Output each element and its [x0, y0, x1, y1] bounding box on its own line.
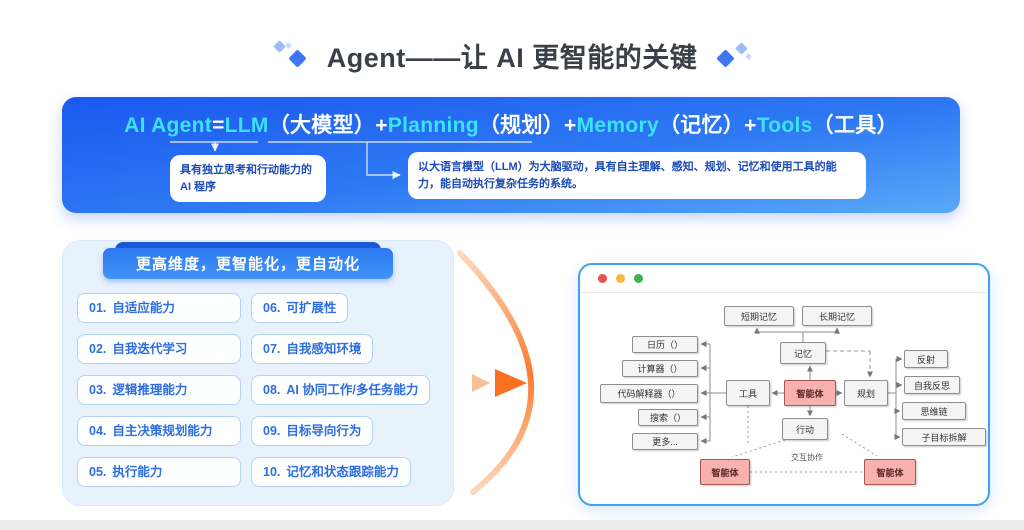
node-reflection: 反射	[904, 350, 948, 368]
capability-number: 08.	[263, 383, 281, 397]
capabilities-row: 02. 自我迭代学习 07. 自我感知环境	[77, 334, 443, 364]
node-calculator-tool: 计算器（）	[622, 360, 698, 377]
node-self-reflection: 自我反思	[904, 376, 960, 394]
window-minimize-dot-icon	[616, 274, 625, 283]
capability-number: 07.	[263, 342, 281, 356]
capability-item: 05. 执行能力	[77, 457, 241, 487]
formula-op: （大模型）+	[268, 114, 388, 137]
node-planning: 规划	[844, 380, 888, 406]
node-more-tools: 更多...	[632, 433, 698, 450]
capability-number: 04.	[89, 424, 107, 438]
diagram-connectors	[700, 327, 903, 473]
capabilities-list: 01. 自适应能力 06. 可扩展性 02. 自我迭代学习 07. 自我感知环境 03.…	[77, 293, 443, 498]
capability-item: 07. 自我感知环境	[251, 334, 374, 364]
capabilities-row: 03. 逻辑推理能力 08. AI 协同工作/多任务能力	[77, 375, 443, 405]
node-search-tool: 搜索（）	[638, 409, 698, 426]
node-code-interpreter-tool: 代码解释器（）	[600, 384, 698, 403]
capability-number: 06.	[263, 301, 281, 315]
node-tools: 工具	[726, 380, 770, 406]
window-titlebar	[580, 265, 988, 293]
node-short-term-memory: 短期记忆	[724, 306, 794, 326]
node-chain-of-thought: 思维链	[902, 402, 966, 420]
formula-op: （规划）+	[478, 114, 577, 137]
diamond-decor-right-icon	[713, 40, 753, 72]
formula-op: （记忆）+	[658, 114, 757, 137]
capability-number: 10.	[263, 465, 281, 479]
formula-term: Tools	[756, 114, 813, 137]
capability-item: 08. AI 协同工作/多任务能力	[251, 375, 431, 405]
capabilities-header-ribbon: 更高维度，更智能化，更自动化	[103, 248, 393, 279]
window-close-dot-icon	[598, 274, 607, 283]
capability-item: 04. 自主决策规划能力	[77, 416, 241, 446]
orange-arc	[457, 250, 534, 495]
capability-item: 03. 逻辑推理能力	[77, 375, 241, 405]
footer-strip	[0, 520, 1024, 530]
collaboration-label: 交互协作	[791, 453, 823, 462]
capability-item: 01. 自适应能力	[77, 293, 241, 323]
capability-label: 记忆和状态跟踪能力	[286, 465, 399, 479]
large-arrowhead-icon	[495, 369, 527, 397]
node-memory: 记忆	[780, 342, 826, 364]
capabilities-panel: 更高维度，更智能化，更自动化 01. 自适应能力 06. 可扩展性 02. 自我迭代学…	[62, 240, 454, 506]
node-long-term-memory: 长期记忆	[802, 306, 872, 326]
capability-label: 自我迭代学习	[112, 342, 188, 356]
capability-number: 09.	[263, 424, 281, 438]
capability-number: 03.	[89, 383, 107, 397]
transition-arrow-graphic	[457, 250, 534, 495]
node-subgoal-decomposition: 子目标拆解	[902, 428, 986, 446]
formula-term: LLM	[224, 114, 269, 137]
capability-label: 自主决策规划能力	[112, 424, 213, 438]
capability-label: AI 协同工作/多任务能力	[286, 383, 419, 397]
definition-banner: AI Agent=LLM（大模型）+Planning（规划）+Memory（记忆…	[62, 97, 960, 213]
capabilities-header: 更高维度，更智能化，更自动化	[135, 256, 360, 273]
callout-agent-definition: 具有独立思考和行动能力的 AI 程序	[170, 155, 326, 202]
capability-label: 自我感知环境	[286, 342, 362, 356]
capability-item: 09. 目标导向行为	[251, 416, 374, 446]
diamond-decor-left-icon	[271, 40, 311, 72]
formula-op: =	[212, 114, 225, 137]
capability-label: 可扩展性	[286, 301, 337, 315]
agent-architecture-diagram: 短期记忆 长期记忆 记忆 日历（） 计算器（） 代码解释器（） 搜索（） 更多.…	[580, 294, 988, 503]
capability-label: 执行能力	[112, 465, 163, 479]
capabilities-row: 04. 自主决策规划能力 09. 目标导向行为	[77, 416, 443, 446]
capability-number: 05.	[89, 465, 107, 479]
formula-op: （工具）	[812, 114, 898, 137]
small-arrowhead-icon	[472, 374, 490, 392]
capability-item: 10. 记忆和状态跟踪能力	[251, 457, 411, 487]
capabilities-row: 05. 执行能力 10. 记忆和状态跟踪能力	[77, 457, 443, 487]
formula-term: Planning	[387, 114, 479, 137]
capability-number: 01.	[89, 301, 107, 315]
node-agent-bottom-right: 智能体	[864, 459, 916, 485]
title-row: Agent——让 AI 更智能的关键	[0, 36, 1024, 75]
capability-item: 02. 自我迭代学习	[77, 334, 241, 364]
formula-term: Memory	[576, 114, 659, 137]
agent-formula: AI Agent=LLM（大模型）+Planning（规划）+Memory（记忆…	[62, 109, 960, 139]
capabilities-row: 01. 自适应能力 06. 可扩展性	[77, 293, 443, 323]
formula-term: AI Agent	[124, 114, 213, 137]
capability-label: 目标导向行为	[286, 424, 362, 438]
callout-llm-definition: 以大语言模型（LLM）为大脑驱动，具有自主理解、感知、规划、记忆和使用工具的能力…	[408, 152, 866, 199]
node-agent-bottom-left: 智能体	[700, 459, 750, 485]
node-calendar-tool: 日历（）	[632, 336, 698, 353]
node-action: 行动	[782, 418, 828, 440]
window-expand-dot-icon	[634, 274, 643, 283]
diagram-window: 短期记忆 长期记忆 记忆 日历（） 计算器（） 代码解释器（） 搜索（） 更多.…	[578, 263, 990, 506]
capability-label: 逻辑推理能力	[112, 383, 188, 397]
capability-number: 02.	[89, 342, 107, 356]
capability-item: 06. 可扩展性	[251, 293, 349, 323]
capability-label: 自适应能力	[112, 301, 175, 315]
page-title: Agent——让 AI 更智能的关键	[326, 43, 698, 73]
node-agent: 智能体	[784, 380, 836, 406]
